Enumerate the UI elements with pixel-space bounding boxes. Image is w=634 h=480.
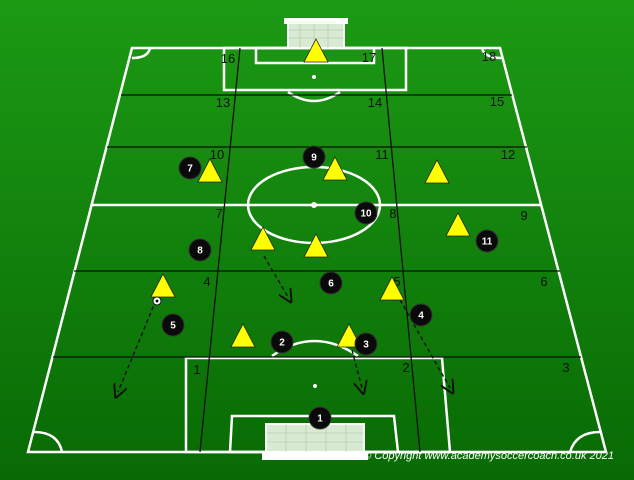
- black-player-number: 3: [363, 340, 369, 351]
- corner-arc-top-right: [480, 47, 503, 60]
- zone-number-13: 13: [216, 95, 230, 110]
- yellow-player-9: [379, 276, 405, 301]
- yellow-player-10: [230, 323, 256, 348]
- yellow-team-layer: [150, 38, 471, 348]
- yellow-player-8: [150, 273, 176, 298]
- corner-arc-top-left: [131, 47, 152, 60]
- arrow-central-left: [263, 255, 288, 297]
- zone-lines: [53, 47, 581, 453]
- yellow-player-1: [303, 38, 329, 63]
- zone-number-5: 5: [393, 274, 400, 289]
- black-player-11: 11: [475, 229, 499, 253]
- zone-number-12: 12: [501, 147, 515, 162]
- black-player-8: 8: [188, 238, 212, 262]
- black-player-3: 3: [354, 332, 378, 356]
- zone-number-15: 15: [490, 94, 504, 109]
- center-spot: [311, 202, 317, 208]
- ball-icon: [152, 296, 162, 306]
- zone-number-6: 6: [540, 274, 547, 289]
- black-player-7: 7: [178, 156, 202, 180]
- arrow-wide-right: [399, 299, 450, 388]
- black-player-number: 9: [311, 153, 317, 164]
- black-player-number: 11: [482, 237, 493, 248]
- movement-arrows: [118, 255, 450, 392]
- black-player-number: 10: [360, 209, 372, 220]
- zone-number-16: 16: [221, 51, 235, 66]
- black-team-layer: 1 2 3 4 5 6 7 8 9 10 11: [161, 145, 499, 430]
- arrow-wide-left: [118, 299, 157, 392]
- black-player-6: 6: [319, 271, 343, 295]
- black-player-number: 4: [418, 311, 424, 322]
- yellow-player-7: [445, 212, 471, 237]
- black-player-number: 8: [197, 246, 203, 257]
- yellow-player-3: [322, 156, 348, 181]
- black-player-number: 1: [317, 414, 323, 425]
- yellow-player-4: [424, 159, 450, 184]
- yellow-player-6: [303, 233, 329, 258]
- black-player-number: 6: [328, 279, 334, 290]
- zone-number-11: 11: [375, 147, 389, 162]
- bottom-penalty-spot: [313, 384, 317, 388]
- zone-number-17: 17: [362, 50, 376, 65]
- zone-number-14: 14: [368, 95, 382, 110]
- top-penalty-spot: [312, 75, 316, 79]
- black-player-10: 10: [354, 201, 378, 225]
- black-player-4: 4: [409, 303, 433, 327]
- zone-number-2: 2: [402, 360, 409, 375]
- bottom-goal: [262, 423, 368, 460]
- zone-number-9: 9: [520, 208, 527, 223]
- black-player-number: 2: [279, 338, 285, 349]
- black-player-number: 7: [187, 164, 193, 175]
- black-player-5: 5: [161, 313, 185, 337]
- copyright-text: © Copyright www.academysoccercoach.co.uk…: [363, 450, 614, 462]
- zone-number-10: 10: [210, 147, 224, 162]
- zone-number-7: 7: [215, 206, 222, 221]
- yellow-player-5: [250, 226, 276, 251]
- zone-number-1: 1: [193, 362, 200, 377]
- pitch-spots: [311, 75, 317, 388]
- black-player-1: 1: [308, 406, 332, 430]
- black-player-9: 9: [302, 145, 326, 169]
- zone-number-8: 8: [389, 206, 396, 221]
- corner-arc-bottom-right: [568, 430, 601, 453]
- black-player-2: 2: [270, 330, 294, 354]
- corner-arc-bottom-left: [33, 430, 64, 453]
- zone-number-18: 18: [482, 49, 496, 64]
- yellow-player-2: [197, 158, 223, 183]
- zone-number-3: 3: [562, 360, 569, 375]
- black-player-number: 5: [170, 321, 176, 332]
- zone-number-4: 4: [203, 274, 210, 289]
